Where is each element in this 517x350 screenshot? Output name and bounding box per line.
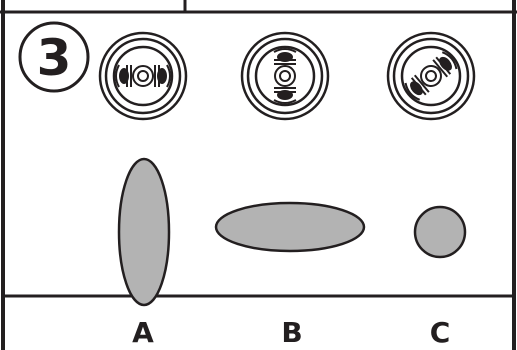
dial-inner-ring bbox=[400, 45, 462, 107]
dial-lobe-right bbox=[439, 56, 452, 71]
dial-middle-ring bbox=[392, 37, 470, 115]
label-a: A bbox=[132, 316, 154, 349]
dial-diagonal bbox=[386, 31, 476, 121]
label-c: C bbox=[430, 316, 451, 349]
dial-clamp-left bbox=[404, 82, 421, 101]
dial-clamp-left bbox=[273, 48, 297, 53]
dial-inner-ring bbox=[254, 45, 316, 107]
dial-hub-inner bbox=[425, 70, 437, 82]
dial-middle-ring bbox=[104, 37, 182, 115]
shape-b-wide-ellipse bbox=[214, 201, 366, 253]
step-number: 3 bbox=[37, 29, 72, 87]
dial-clamp-right bbox=[273, 99, 297, 104]
dial-clamp-right bbox=[166, 64, 171, 88]
shape-a-tall-ellipse bbox=[117, 157, 171, 307]
dial-rotor bbox=[273, 48, 297, 104]
dial-lobe-left bbox=[119, 68, 129, 84]
dial-clamp-right bbox=[441, 51, 458, 70]
dial-lobe-left bbox=[410, 81, 423, 96]
dial-lobe-right bbox=[157, 68, 167, 84]
dial-rib-0 bbox=[410, 77, 427, 96]
dial-rib-2 bbox=[432, 59, 449, 78]
dial-rib-1 bbox=[413, 74, 430, 93]
dial-inner-ring bbox=[112, 45, 174, 107]
dial-horizontal bbox=[98, 31, 188, 121]
shape-c-circle bbox=[413, 205, 467, 259]
label-b: B bbox=[281, 316, 302, 349]
dial-middle-ring bbox=[246, 37, 324, 115]
dial-clamp-left bbox=[115, 64, 120, 88]
dial-rotor bbox=[404, 51, 458, 101]
dial-lobe-left bbox=[277, 52, 293, 62]
dial-vertical bbox=[240, 31, 330, 121]
dial-rotor bbox=[115, 64, 171, 88]
step-badge-circle bbox=[18, 21, 90, 93]
step-badge: 3 bbox=[18, 21, 90, 93]
dial-lobe-right bbox=[277, 90, 293, 100]
dial-hub-inner bbox=[137, 70, 149, 82]
dial-hub-inner bbox=[279, 70, 291, 82]
